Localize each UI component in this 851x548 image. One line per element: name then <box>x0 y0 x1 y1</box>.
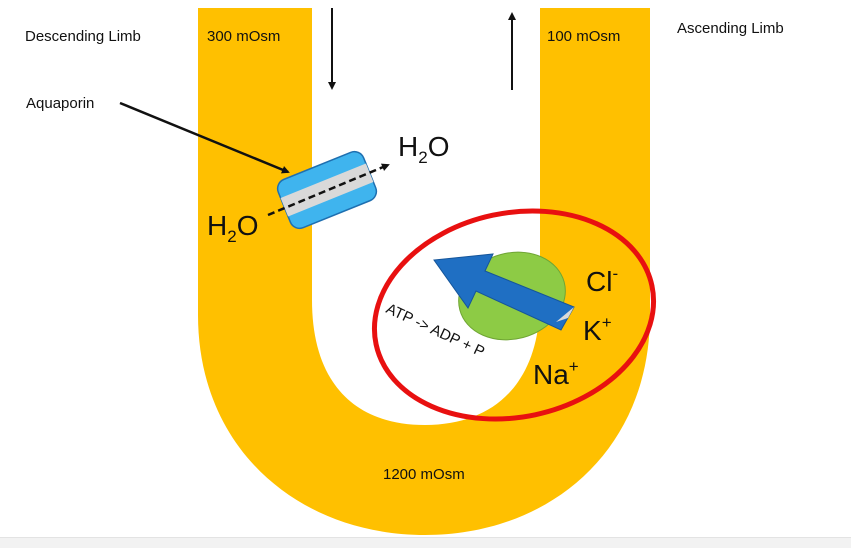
osm-300-label: 300 mOsm <box>207 28 280 45</box>
descending-limb-label: Descending Limb <box>25 28 141 45</box>
water-inside-label: H2O <box>207 210 258 246</box>
ion-pump-arrow <box>433 253 575 331</box>
water-outside-label: H2O <box>398 131 449 167</box>
potassium-ion-label: K+ <box>583 313 612 346</box>
osm-1200-label: 1200 mOsm <box>383 466 465 483</box>
aquaporin-pointer-arrow <box>119 101 290 174</box>
pump-arrow-tail-highlight <box>556 307 574 322</box>
loop-of-henle-tubule <box>198 8 650 535</box>
aquaporin-label: Aquaporin <box>26 95 94 112</box>
ascending-limb-label: Ascending Limb <box>677 20 784 37</box>
osm-100-label: 100 mOsm <box>547 28 620 45</box>
footer-strip <box>0 537 851 548</box>
chloride-ion-label: Cl- <box>586 264 618 297</box>
sodium-ion-label: Na+ <box>533 357 579 390</box>
highlight-ring <box>371 208 657 422</box>
